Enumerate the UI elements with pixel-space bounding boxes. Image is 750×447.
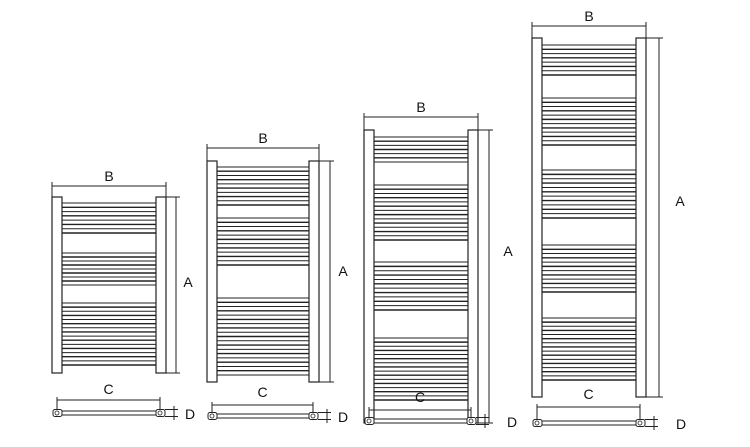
- valve-icon: [366, 418, 372, 424]
- valve-icon: [468, 418, 474, 424]
- valve-icon: [209, 413, 215, 419]
- left-rail: [531, 37, 543, 398]
- valve-fitting: [364, 417, 375, 425]
- valve-fitting: [532, 419, 543, 427]
- dimension-a-label: A: [503, 243, 513, 259]
- dimension-c-label: C: [257, 384, 267, 400]
- valve-fitting: [52, 409, 63, 417]
- left-rail: [363, 129, 375, 424]
- dimension-c-label: C: [583, 386, 593, 402]
- left-rail: [206, 160, 218, 383]
- dimension-a-label: A: [338, 263, 348, 279]
- valve-icon: [637, 420, 643, 426]
- dimension-d-label: D: [507, 414, 517, 430]
- valve-fitting: [635, 419, 646, 427]
- top-view-pipe: [368, 418, 472, 424]
- top-view-pipe: [211, 413, 314, 419]
- radiator-1: B A C D: [51, 168, 195, 422]
- valve-icon: [534, 420, 540, 426]
- top-view-pipe: [56, 410, 161, 416]
- valve-fitting: [155, 409, 166, 417]
- right-rail: [155, 196, 167, 374]
- dimension-d-label: D: [338, 409, 348, 425]
- top-view-pipe: [536, 420, 641, 426]
- right-rail: [308, 160, 320, 383]
- right-rail: [467, 129, 479, 424]
- dimension-d-label: D: [676, 416, 686, 432]
- radiator-2: B A C D: [206, 130, 348, 425]
- valve-fitting: [207, 412, 218, 420]
- valve-fitting: [466, 417, 477, 425]
- radiator-3: B A C D: [363, 99, 517, 430]
- left-rail: [51, 196, 63, 374]
- right-rail: [635, 37, 647, 398]
- dimension-c-label: C: [415, 389, 425, 405]
- dimension-b-label: B: [104, 168, 113, 184]
- valve-icon: [310, 413, 316, 419]
- valve-fitting: [308, 412, 319, 420]
- valve-icon: [54, 410, 60, 416]
- valve-icon: [157, 410, 163, 416]
- dimension-a-label: A: [675, 193, 685, 209]
- radiator-4: B A C D: [531, 8, 686, 432]
- dimension-b-label: B: [584, 8, 593, 24]
- dimension-d-label: D: [185, 406, 195, 422]
- dimension-b-label: B: [258, 130, 267, 146]
- dimension-b-label: B: [416, 99, 425, 115]
- dimension-a-label: A: [183, 274, 193, 290]
- dimension-c-label: C: [103, 381, 113, 397]
